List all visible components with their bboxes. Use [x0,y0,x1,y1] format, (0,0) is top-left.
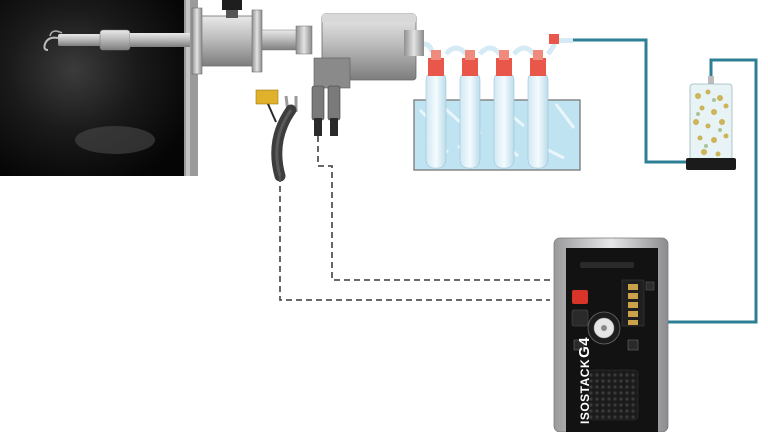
status-button[interactable] [571,309,589,327]
drying-column [686,76,736,170]
impinger-link [512,45,536,56]
filter-box-outlet [404,30,424,56]
impinger-link [444,45,468,56]
control-console [553,237,669,432]
probe-nozzle [43,36,59,51]
impinger-4 [527,50,549,169]
power-switch[interactable] [572,290,588,304]
impinger-1 [425,50,447,169]
impinger-2 [459,50,481,169]
port-right[interactable] [627,339,639,351]
tc-jack [628,284,638,290]
connector-right [327,85,341,121]
signal-line-thermocouple [317,136,550,281]
signal-line-probe [279,176,550,301]
brand-name: ISOSTACK [578,358,592,424]
impinger-cap [530,58,546,76]
tc-jack [628,302,638,308]
port-flange [191,0,313,75]
probe-sheath [130,33,190,47]
impinger-3 [493,50,515,169]
column-base [686,158,736,170]
console-brand-label: ISOSTACKG4 [576,337,593,424]
impinger-link [478,45,502,56]
impinger-cap [496,58,512,76]
model-name: G4 [576,336,593,358]
flange-body [197,15,257,67]
probe-cable-assembly [255,89,298,182]
filter-box-base [313,57,351,89]
stack [0,0,198,176]
connector-block [621,279,655,327]
probe-pitot [99,29,131,51]
heated-filter-box [313,13,424,89]
tc-jack [628,311,638,317]
fan-grille [587,369,639,421]
connector-left [311,85,325,121]
stack-highlight [75,126,155,154]
outlet-cap [549,34,559,44]
sample-line-to-column [573,38,686,164]
port-left[interactable] [573,339,585,351]
flange-knob [222,0,242,10]
impinger-cap [462,58,478,76]
sampling-probe [43,29,190,51]
impinger-cap [428,58,444,76]
probe-sensor-plug [255,89,279,105]
tc-jack [628,293,638,299]
silica-gel [693,89,729,157]
tc-jack [628,320,638,325]
thermocouple-connectors [311,85,341,136]
console-slot [580,262,634,268]
impinger-train [423,34,573,169]
sample-line-to-console [668,58,758,324]
